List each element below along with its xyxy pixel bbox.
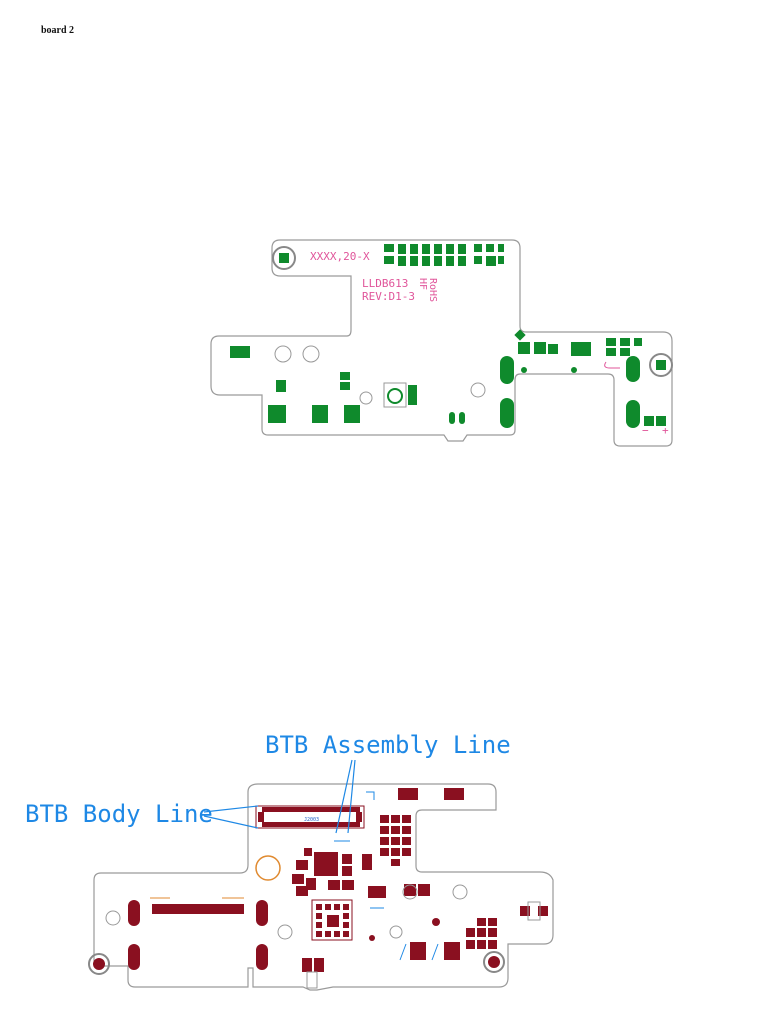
bottom-ic-balls — [316, 904, 349, 937]
top-switch-actuator — [387, 388, 403, 404]
silk-board-name: LLDB613 — [362, 277, 408, 290]
top-mount-pad-right — [656, 360, 666, 370]
bottom-component-cluster — [292, 815, 430, 898]
top-pad — [449, 412, 455, 424]
bottom-pad — [444, 788, 464, 800]
top-pad — [620, 338, 630, 346]
top-hole — [302, 345, 320, 363]
callout-body-leader — [203, 805, 259, 813]
bottom-lower-pads — [302, 906, 548, 972]
top-pad — [340, 372, 350, 380]
top-pad — [634, 338, 642, 346]
callout-btb-body-line: BTB Body Line — [25, 800, 213, 828]
top-mount-ring-right — [649, 353, 673, 377]
bottom-pad — [398, 788, 418, 800]
bottom-mount-ring-right — [483, 951, 505, 973]
silk-rohs-mark: RoHS — [427, 278, 438, 302]
top-mount-pad-left — [279, 253, 289, 263]
silk-part-code: XXXX,20-X — [310, 250, 370, 263]
top-hole — [274, 345, 292, 363]
btb-connector-pins — [258, 807, 362, 827]
bottom-orange-ring — [255, 855, 281, 881]
silk-minus-mark: − — [642, 424, 649, 437]
top-pad — [548, 344, 558, 354]
top-pad — [459, 412, 465, 424]
bottom-small-dot — [432, 918, 440, 926]
top-pad — [571, 342, 591, 356]
callout-assembly-leader — [347, 759, 356, 834]
top-pad — [644, 416, 654, 426]
top-hole — [470, 382, 486, 398]
top-component-strip — [384, 244, 504, 266]
bottom-mount-pad-left — [93, 958, 105, 970]
top-slot-pad — [626, 356, 640, 382]
top-hole — [359, 391, 373, 405]
btb-assembly-bracket — [366, 791, 375, 800]
bottom-connector-pins — [152, 904, 244, 914]
bottom-bracket — [527, 901, 541, 921]
top-pad — [534, 342, 546, 354]
top-mount-ring-left — [272, 246, 296, 270]
top-board: XXXX,20-X LLDB613 REV:D1-3 HF RoHS − + — [210, 239, 673, 447]
bottom-slot-pad — [256, 900, 268, 926]
bottom-hole — [452, 884, 468, 900]
top-switch-body — [383, 382, 407, 408]
callout-btb-assembly-line: BTB Assembly Line — [265, 731, 511, 759]
bottom-hole — [402, 884, 418, 900]
top-pad — [606, 338, 616, 346]
bottom-hole — [105, 910, 121, 926]
top-small-dot — [571, 367, 577, 373]
top-pad — [514, 329, 526, 341]
silk-revision: REV:D1-3 — [362, 290, 415, 303]
top-slot-pad — [500, 356, 514, 384]
bottom-silk-mark — [399, 943, 407, 961]
bottom-small-dot — [369, 935, 375, 941]
bottom-hole — [389, 925, 403, 939]
top-silk-mark — [604, 361, 620, 369]
bottom-slot-pad — [128, 900, 140, 926]
callout-assembly-leader — [335, 759, 353, 834]
top-pad — [344, 405, 360, 423]
top-pad — [620, 348, 630, 356]
bottom-mount-pad-right — [488, 956, 500, 968]
top-pad — [230, 346, 250, 358]
top-pad — [340, 382, 350, 390]
bottom-slot-pad — [128, 944, 140, 970]
bottom-mount-ring-left — [88, 953, 110, 975]
btb-connector-body-outline — [255, 805, 365, 829]
top-pad — [312, 405, 328, 423]
silk-plus-mark: + — [662, 424, 669, 437]
bottom-slot-pad — [256, 944, 268, 970]
bottom-board-outline — [93, 783, 554, 991]
top-pad — [606, 348, 616, 356]
top-slot-pad — [500, 398, 514, 428]
silk-hf-mark: HF — [417, 278, 428, 290]
bottom-ic-outline — [311, 899, 353, 941]
page-label: board 2 — [41, 25, 75, 36]
top-pad — [408, 385, 417, 405]
bottom-bottom-tab — [306, 971, 318, 989]
top-pad — [518, 342, 530, 354]
btb-connector-ref: J2003 — [304, 817, 319, 823]
bottom-hole — [277, 924, 293, 940]
top-slot-pad — [626, 400, 640, 428]
bottom-silk-mark — [431, 943, 439, 961]
callout-body-leader — [203, 815, 259, 829]
top-board-outline — [210, 239, 673, 447]
bottom-board: J2003 BTB Assembly Line BTB Body Line — [25, 731, 554, 991]
top-pad — [656, 416, 666, 426]
top-pad — [276, 380, 286, 392]
top-small-dot — [521, 367, 527, 373]
top-pad — [268, 405, 286, 423]
